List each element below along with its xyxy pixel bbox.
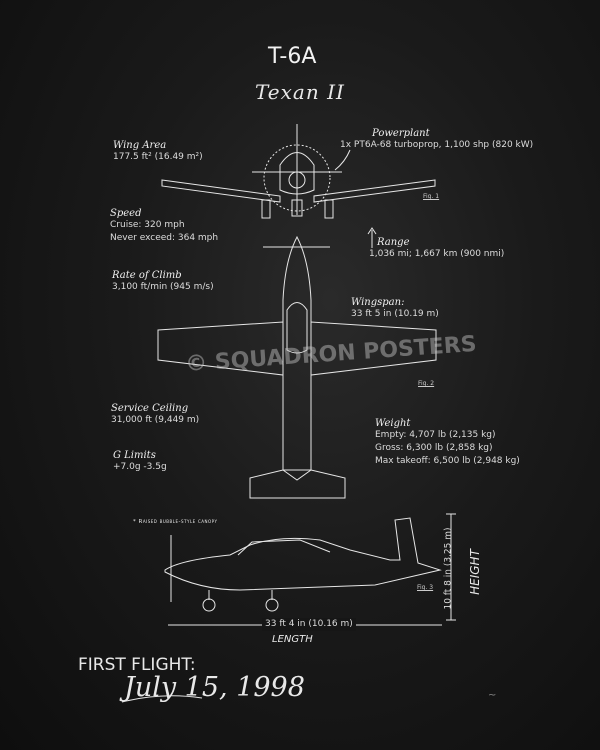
spec-value: Cruise: 320 mph [110, 220, 185, 230]
spec-label: Powerplant [372, 128, 430, 139]
spec-value: 177.5 ft² (16.49 m²) [113, 152, 203, 162]
spec-value: Empty: 4,707 lb (2,135 kg) [375, 430, 496, 440]
length-value: 33 ft 4 in (10.16 m) [262, 618, 356, 631]
spec-powerplant: Powerplant 1x PT6A-68 turboprop, 1,100 s… [340, 128, 533, 152]
front-view-drawing [161, 124, 436, 219]
poster-subtitle: Texan II [255, 80, 345, 104]
length-label: LENGTH [272, 634, 313, 645]
height-value: 10 ft 8 in (3.25 m) [443, 527, 454, 610]
spec-weight: Weight Empty: 4,707 lb (2,135 kg) Gross:… [375, 418, 520, 468]
spec-value: 1x PT6A-68 turboprop, 1,100 shp (820 kW) [340, 140, 534, 150]
first-flight-underline [121, 695, 203, 703]
spec-value: Max takeoff: 6,500 lb (2,948 kg) [375, 456, 520, 466]
spec-g-limits: G Limits +7.0g -3.5g [113, 450, 167, 474]
spec-label: Wingspan: [351, 297, 405, 308]
fig-3-label: Fig. 3 [417, 584, 434, 591]
spec-value: 1,036 mi; 1,667 km (900 nmi) [369, 249, 505, 259]
spec-value: +7.0g -3.5g [113, 462, 167, 472]
spec-value: 33 ft 5 in (10.19 m) [351, 309, 439, 319]
spec-value: Gross: 6,300 lb (2,858 kg) [375, 443, 493, 453]
spec-service-ceiling: Service Ceiling 31,000 ft (9,449 m) [111, 403, 199, 427]
fig-2-label: Fig. 2 [418, 380, 435, 387]
fig-1-label: Fig. 1 [423, 193, 440, 200]
spec-speed: Speed Cruise: 320 mph Never exceed: 364 … [110, 208, 218, 245]
spec-label: Service Ceiling [111, 403, 189, 414]
spec-value: Never exceed: 364 mph [110, 233, 219, 243]
poster-title: T-6A [268, 44, 317, 69]
spec-label: Wing Area [113, 140, 167, 151]
canopy-note: * Raised bubble-style canopy [133, 519, 218, 525]
spec-rate-of-climb: Rate of Climb 3,100 ft/min (945 m/s) [112, 270, 214, 294]
first-flight-label: FIRST FLIGHT: [78, 655, 196, 675]
spec-value: 3,100 ft/min (945 m/s) [112, 282, 214, 292]
spec-label: Speed [110, 208, 142, 219]
spec-wingspan: Wingspan: 33 ft 5 in (10.19 m) [351, 297, 439, 321]
spec-label: Rate of Climb [112, 270, 182, 281]
height-label: HEIGHT [467, 549, 482, 595]
spec-value: 31,000 ft (9,449 m) [111, 415, 200, 425]
spec-range: Range 1,036 mi; 1,667 km (900 nmi) [369, 237, 504, 261]
spec-label: Weight [375, 418, 411, 429]
first-flight-date: July 15, 1998 [124, 672, 305, 703]
top-view-drawing [157, 235, 437, 499]
spec-label: G Limits [113, 450, 156, 461]
spec-wing-area: Wing Area 177.5 ft² (16.49 m²) [113, 140, 203, 164]
spec-label: Range [377, 237, 410, 248]
signature: ~ [488, 690, 497, 701]
